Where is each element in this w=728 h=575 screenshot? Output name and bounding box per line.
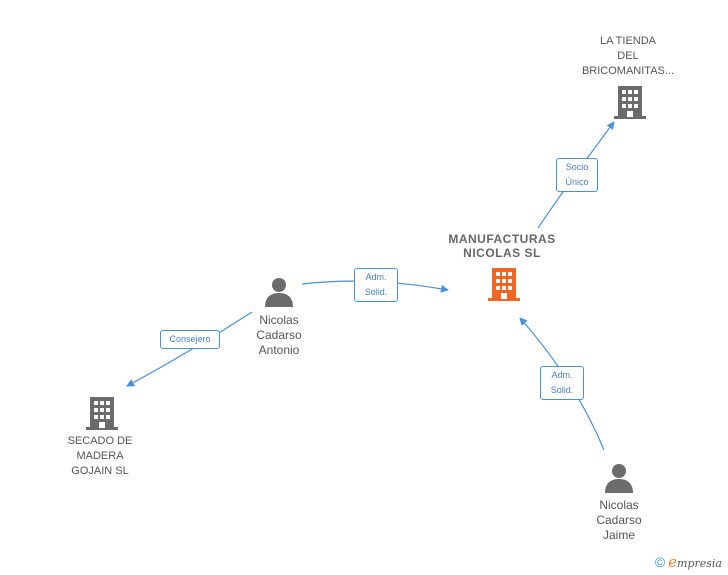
empresia-logo: ©empresia [654, 553, 722, 571]
building-icon[interactable] [488, 266, 520, 302]
edge-label-consejero[interactable]: Consejero [160, 330, 220, 349]
person-icon[interactable] [264, 276, 294, 308]
edge-label-socio-unico[interactable]: Socio Único [556, 158, 598, 192]
node-jaime-label: Nicolas Cadarso Jaime [596, 498, 642, 542]
person-icon[interactable] [604, 462, 634, 494]
building-icon[interactable] [86, 395, 118, 431]
copyright-icon: © [654, 554, 666, 570]
edge-consejero [126, 311, 253, 387]
node-manufacturas-label: MANUFACTURAS NICOLAS SL [448, 232, 556, 260]
node-la-tienda-label: LA TIENDA DEL BRICOMANITAS... [581, 35, 675, 77]
edge-label-adm-solid-jaime[interactable]: Adm. Solid. [540, 366, 584, 400]
node-secado-label: SECADO DE MADERA GOJAIN SL [67, 435, 133, 477]
building-icon[interactable] [614, 84, 646, 120]
edge-label-adm-solid-antonio[interactable]: Adm. Solid. [354, 268, 398, 302]
node-antonio-label: Nicolas Cadarso Antonio [256, 313, 302, 357]
